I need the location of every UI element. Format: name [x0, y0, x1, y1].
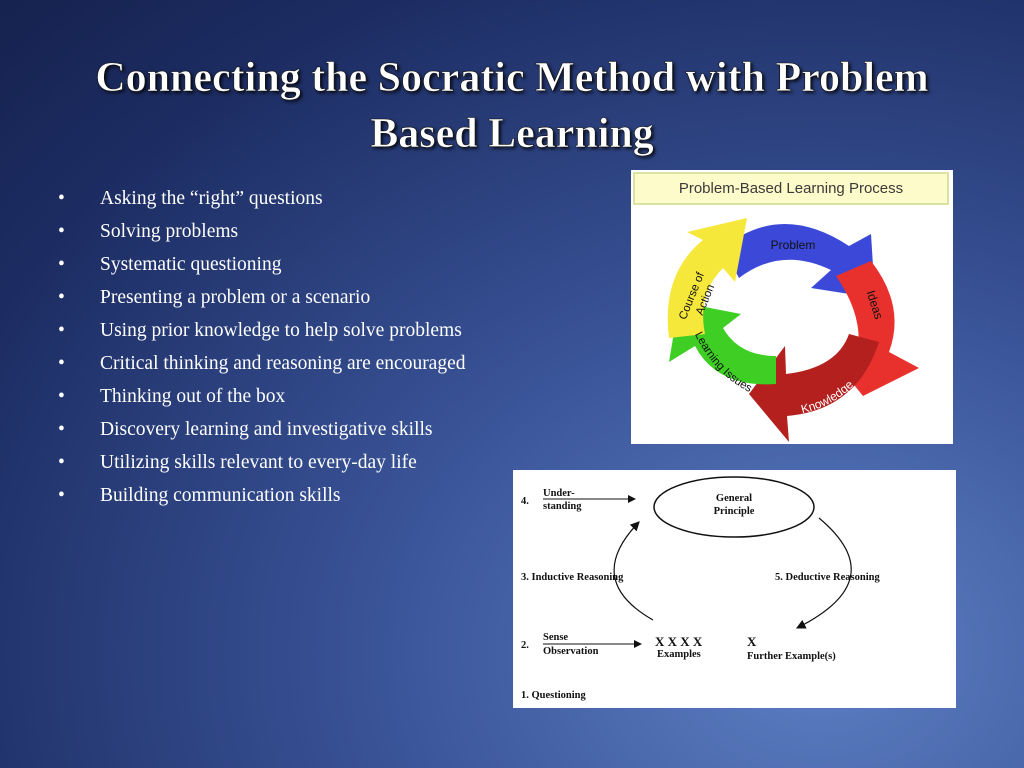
inductive-reasoning-label: 3. Inductive Reasoning	[521, 572, 624, 583]
bullet-item: • Using prior knowledge to help solve pro…	[58, 314, 466, 347]
pbl-process-diagram: Problem-Based Learning Process Problem I…	[631, 170, 953, 444]
bullet-dot: •	[58, 485, 65, 506]
title-line-1: Connecting the Socratic Method with Prob…	[95, 55, 929, 102]
bullet-item: • Asking the “right” questions	[58, 182, 466, 215]
understanding-label-1: Under-	[543, 488, 575, 499]
sense-observation-line2: Observation	[543, 646, 599, 657]
bullet-item: • Presenting a problem or a scenario	[58, 281, 466, 314]
bullet-text: Asking the “right” questions	[100, 188, 323, 209]
title-line-2: Based Learning	[370, 111, 654, 158]
understanding-label-2: standing	[543, 501, 582, 512]
bullet-item: • Discovery learning and investigative sk…	[58, 413, 466, 446]
inductive-arrow	[613, 521, 654, 621]
bullet-dot: •	[58, 386, 65, 407]
bullet-text: Solving problems	[100, 221, 239, 242]
bullet-text: Thinking out of the box	[100, 386, 286, 407]
bullet-item: • Systematic questioning	[58, 248, 466, 281]
bullet-item: • Thinking out of the box	[58, 380, 466, 413]
bullet-dot: •	[58, 452, 65, 473]
bullet-dot: •	[58, 254, 65, 275]
bullet-text: Critical thinking and reasoning are enco…	[100, 353, 466, 374]
bullet-dot: •	[58, 353, 65, 374]
deductive-arrow	[795, 517, 852, 629]
bullet-dot: •	[58, 320, 65, 341]
general-principle-line2: Principle	[714, 506, 755, 517]
socratic-diagram: 4. Under- standing General Principle 3. …	[513, 470, 956, 708]
bullet-text: Systematic questioning	[100, 254, 282, 275]
slide-title: Connecting the Socratic Method with Prob…	[40, 50, 984, 162]
questioning-label: 1. Questioning	[521, 690, 587, 701]
step2-number: 2.	[521, 640, 529, 651]
bullet-text: Building communication skills	[100, 485, 341, 506]
further-example-mark: X	[747, 634, 757, 649]
step4-number: 4.	[521, 496, 529, 507]
pbl-diagram-header: Problem-Based Learning Process	[633, 172, 949, 205]
general-principle-line1: General	[716, 493, 752, 504]
examples-marks: X X X X	[655, 634, 703, 649]
general-principle-ellipse	[653, 476, 815, 538]
bullet-dot: •	[58, 419, 65, 440]
bullet-item: • Critical thinking and reasoning are enc…	[58, 347, 466, 380]
pbl-cycle-graphic: Problem Ideas Knowledge Learning Issues …	[667, 218, 919, 442]
examples-label: Examples	[657, 649, 701, 660]
problem-arrow	[723, 223, 875, 298]
bullet-dot: •	[58, 221, 65, 242]
knowledge-arrow	[749, 334, 879, 442]
bullet-list: • Asking the “right” questions • Solving p…	[58, 182, 466, 512]
bullet-text: Using prior knowledge to help solve prob…	[100, 320, 462, 341]
sense-observation-line1: Sense	[543, 632, 568, 643]
socratic-cycle-graphic: 4. Under- standing General Principle 3. …	[521, 476, 880, 701]
bullet-item: • Utilizing skills relevant to every-day …	[58, 446, 466, 479]
bullet-item: • Building communication skills	[58, 479, 466, 512]
course-of-action-arrow	[667, 218, 747, 338]
bullet-dot: •	[58, 287, 65, 308]
further-examples-label: Further Example(s)	[747, 651, 836, 662]
deductive-reasoning-label: 5. Deductive Reasoning	[775, 572, 880, 583]
bullet-text: Utilizing skills relevant to every-day l…	[100, 452, 417, 473]
bullet-text: Discovery learning and investigative ski…	[100, 419, 433, 440]
problem-label: Problem	[771, 238, 816, 252]
bullet-dot: •	[58, 188, 65, 209]
bullet-item: • Solving problems	[58, 215, 466, 248]
bullet-text: Presenting a problem or a scenario	[100, 287, 371, 308]
